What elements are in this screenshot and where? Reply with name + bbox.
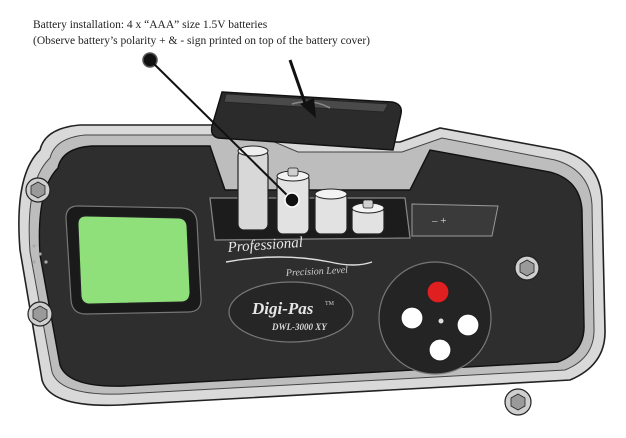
right-button[interactable] [456,313,480,337]
battery-1 [237,145,269,231]
logo-digi-pas: Digi-Pas [251,299,314,318]
arrow-head-icon [300,98,316,118]
callout-dot-end-icon [284,192,300,208]
screw-bottom-left [27,301,53,327]
insert-direction-arrow-icon [288,59,308,107]
caption-battery-installation: Battery installation: 4 x “AAA” size 1.5… [33,19,268,31]
speaker-dot [32,244,36,248]
left-button[interactable] [400,306,424,330]
brand-swoosh [225,256,373,266]
keypad-panel [378,261,492,375]
brand-professional: Professional [226,235,303,256]
bottom-button[interactable] [428,338,452,362]
battery-3 [314,188,348,235]
power-button[interactable] [426,280,450,304]
speaker-dot [38,252,42,256]
logo-badge [228,281,354,343]
lcd-screen [77,215,191,305]
brand-precision-level: Precision Level [285,265,349,279]
speaker-dot [44,260,48,264]
screw-right [514,255,540,281]
screw-bottom-right [504,388,532,416]
logo-tm: TM [325,301,335,307]
battery-cover-slot [411,203,499,237]
screw-top-left [25,177,51,203]
speaker-dot [32,260,36,264]
center-indicator [438,318,444,324]
polarity-sign: – + [431,215,446,227]
battery-4 [351,199,385,235]
callout-leader-line [149,59,293,201]
caption-polarity-note: (Observe battery’s polarity + & - sign p… [33,35,371,47]
logo-model: DWL-3000 XY [271,322,328,332]
